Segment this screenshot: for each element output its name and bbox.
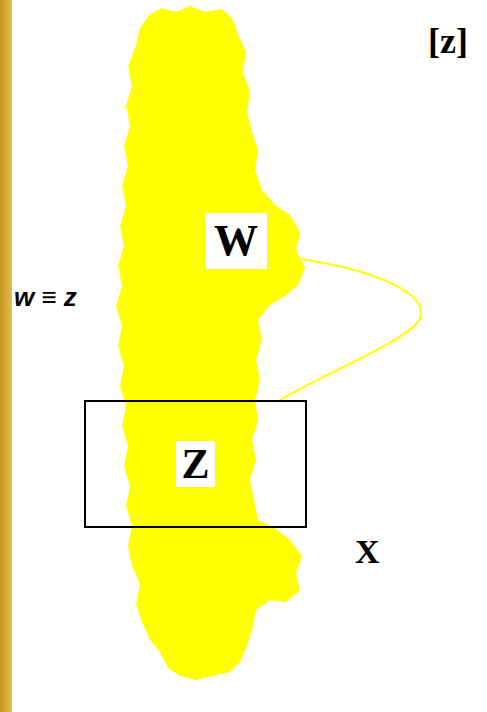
class-label: [z] [428,22,468,62]
node-text: W [209,217,263,265]
node-text: Z [176,441,214,487]
space-label: X [355,533,380,570]
slide-border [0,0,12,712]
relation-curve [267,255,421,400]
neighborhood-box: Z [84,400,307,528]
equivalence-relation: w ≡ z [14,283,77,312]
equivalence-class-region [116,6,305,680]
element-box: W [205,213,267,269]
